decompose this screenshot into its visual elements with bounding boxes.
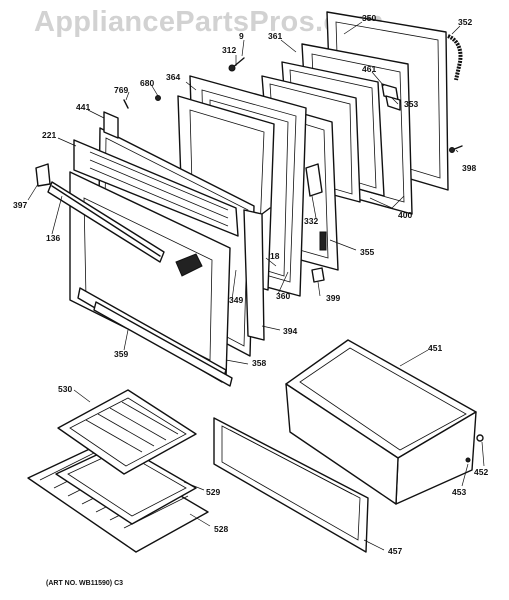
door-handle-136 [47,181,165,263]
callout-441: 441 [76,102,91,112]
callout-397: 397 [13,200,28,210]
clip-769 [123,99,129,109]
bumper-399 [311,267,325,283]
callout-360: 360 [276,291,291,301]
clip-353 [385,95,401,111]
callout-399: 399 [326,293,341,303]
callout-452: 452 [474,467,489,477]
watermark-logo: AppliancePartsPros.com [34,6,384,38]
screw-680 [155,95,161,101]
callout-355: 355 [360,247,375,257]
callout-353: 353 [404,99,419,109]
callout-461: 461 [362,64,377,74]
callout-398: 398 [462,163,477,173]
callout-350: 350 [362,13,377,23]
hinge-441 [103,111,119,139]
glide-452 [476,434,484,442]
control-panel-upper [73,139,239,237]
callout-457: 457 [388,546,403,556]
callout-529: 529 [206,487,221,497]
door-side-trim-394 [243,207,271,341]
callout-394: 394 [283,326,298,336]
screw-312 [228,57,245,72]
callout-352: 352 [458,17,473,27]
callout-361: 361 [268,31,283,41]
callout-349: 349 [229,295,244,305]
callout-221: 221 [42,130,57,140]
callout-680: 680 [140,78,155,88]
callout-769: 769 [114,85,129,95]
callout-364: 364 [166,72,181,82]
callout-9: 9 [239,31,244,41]
bracket-332 [305,163,323,197]
art-number: (ART NO. WB11590) C3 [46,580,124,587]
callout-332: 332 [304,216,319,226]
callout-400: 400 [398,210,413,220]
callout-530: 530 [58,384,73,394]
bracket-397 [35,163,51,187]
broiler-pan-grid-530 [57,389,197,475]
gasket-352 [447,34,463,81]
leader-lines [27,21,485,551]
callout-136: 136 [46,233,61,243]
screw-398 [449,145,463,153]
callout-358: 358 [252,358,267,368]
handle-end-cap [175,253,203,277]
door-bottom-strip-358 [93,301,233,387]
callout-18: 18 [270,251,280,261]
drawer-front-457 [213,417,369,553]
callout-453: 453 [452,487,467,497]
drawer-body-451 [285,339,477,505]
callout-528: 528 [214,524,229,534]
screw-453 [465,457,471,463]
callout-312: 312 [222,45,237,55]
callout-359: 359 [114,349,129,359]
callout-451: 451 [428,343,443,353]
